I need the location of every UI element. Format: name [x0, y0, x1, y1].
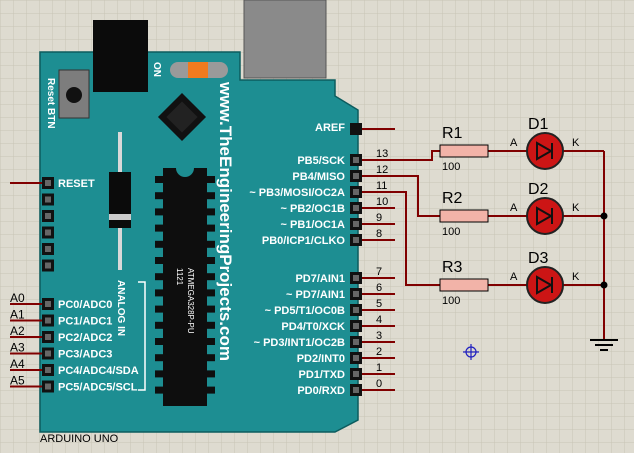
digital-pin-number: 3 [376, 330, 382, 342]
analog-pin-label: PC3/ADC3 [58, 349, 112, 361]
led-body[interactable] [526, 197, 564, 235]
chip-legs [155, 176, 215, 394]
resistor-body[interactable] [439, 278, 489, 292]
resistor-body[interactable] [439, 209, 489, 223]
chip-number: 1121 [175, 268, 184, 286]
aref-label: AREF [315, 122, 345, 134]
resistor-value: 100 [442, 161, 460, 173]
power-led-band [188, 62, 208, 78]
digital-pin-number: 13 [376, 148, 388, 160]
led-cathode-label: K [572, 137, 580, 149]
analog-net-label: A5 [10, 374, 25, 388]
diode-icon [536, 275, 554, 295]
resistor-ref: R2 [442, 190, 463, 207]
led-ref: D2 [528, 181, 549, 198]
resistor-value: 100 [442, 295, 460, 307]
reset-btn-label: Reset BTN [45, 78, 56, 129]
digital-pin-label: ~ PD7/AIN1 [286, 289, 345, 301]
analog-pin-label: PC4/ADC4/SDA [58, 365, 139, 377]
ground-symbol [590, 339, 618, 351]
resistor-body[interactable] [439, 144, 489, 158]
reset-button-cap[interactable] [66, 87, 82, 103]
circuit-wires [395, 150, 608, 340]
digital-pin-label: ~ PB1/OC1A [281, 219, 346, 231]
board-name: ARDUINO UNO [40, 433, 119, 445]
led-ref: D3 [528, 250, 549, 267]
digital-pin-number: 10 [376, 196, 388, 208]
digital-pin-number: 4 [376, 314, 382, 326]
led-cathode-label: K [572, 202, 580, 214]
digital-pin-number: 12 [376, 164, 388, 176]
resistor-ref: R3 [442, 259, 463, 276]
digital-pin-number: 1 [376, 362, 382, 374]
digital-pin-label: PD0/RXD [297, 385, 345, 397]
digital-pin-label: PB0/ICP1/CLKO [262, 235, 346, 247]
led-body[interactable] [526, 132, 564, 170]
digital-pin-label: PB5/SCK [297, 155, 345, 167]
resistor-ref: R1 [442, 125, 463, 142]
brand-text: www.TheEngineeringProjects.com [216, 81, 235, 361]
analog-pin-label: PC0/ADC0 [58, 299, 112, 311]
digital-pin-label: PB4/MISO [292, 171, 345, 183]
digital-pin-number: 6 [376, 282, 382, 294]
digital-pin-label: ~ PD3/INT1/OC2B [254, 337, 345, 349]
reset-pin-label: RESET [58, 178, 95, 190]
led-anode-label: A [510, 202, 518, 214]
dc-power-jack [93, 20, 148, 92]
digital-pin-number: 7 [376, 266, 382, 278]
analog-pin-label: PC1/ADC1 [58, 316, 112, 328]
led-cathode-label: K [572, 271, 580, 283]
chip-label: ATMEGA328P-PU [186, 268, 195, 334]
digital-pin-number: 9 [376, 212, 382, 224]
digital-pin-number: 2 [376, 346, 382, 358]
digital-pin-label: PD7/AIN1 [295, 273, 345, 285]
analog-net-label: A0 [10, 291, 25, 305]
led-anode-label: A [510, 271, 518, 283]
analog-pin-label: PC2/ADC2 [58, 332, 112, 344]
power-label: ON [151, 62, 162, 77]
digital-pin-label: ~ PD5/T1/OC0B [265, 305, 345, 317]
led-ref: D1 [528, 116, 549, 133]
analog-net-label: A1 [10, 308, 25, 322]
analog-pin-label: PC5/ADC5/SCL [58, 382, 138, 394]
resistor-value: 100 [442, 226, 460, 238]
digital-pin-number: 11 [376, 180, 387, 192]
reset-header [42, 177, 54, 272]
digital-pin-label: ~ PB2/OC1B [281, 203, 346, 215]
digital-pin-label: PD2/INT0 [297, 353, 345, 365]
digital-pin-label: ~ PB3/MOSI/OC2A [249, 187, 345, 199]
digital-pin-number: 0 [376, 378, 382, 390]
usb-connector [243, 0, 327, 79]
digital-pin-number: 5 [376, 298, 382, 310]
atmega-chip [163, 168, 207, 406]
analog-in-label: ANALOG IN [115, 280, 126, 336]
digital-pin-label: PD1/TXD [299, 369, 346, 381]
digital-header-lower: PD7/AIN1 7 ~ PD7/AIN1 6 ~ PD5/T1/OC0B 5PD4/T0… [254, 266, 395, 397]
diode-icon [536, 206, 554, 226]
analog-net-label: A2 [10, 324, 25, 338]
origin-marker-icon [463, 344, 479, 360]
digital-pin-label: PD4/T0/XCK [281, 321, 345, 333]
led-anode-label: A [510, 137, 518, 149]
led-body[interactable] [526, 266, 564, 304]
diode-icon [536, 141, 554, 161]
digital-pin-number: 8 [376, 228, 382, 240]
analog-net-label: A3 [10, 341, 25, 355]
analog-net-label: A4 [10, 357, 25, 371]
